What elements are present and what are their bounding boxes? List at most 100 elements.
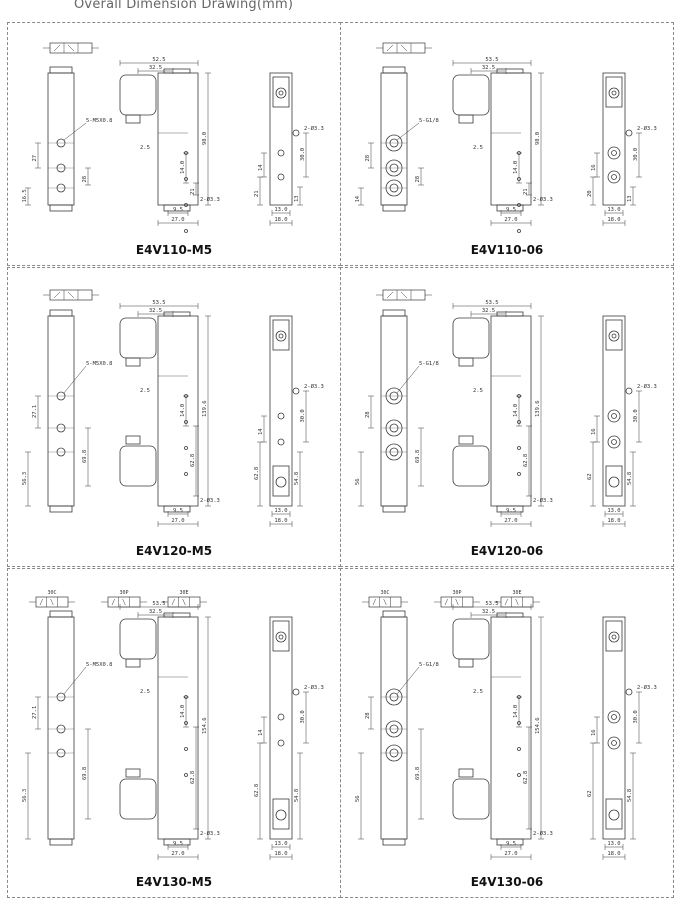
dim-bottom-offset: 56 — [355, 478, 361, 485]
dim-end-inner: 13.0 — [274, 508, 287, 514]
valve-symbol-3-label: 30E — [179, 590, 188, 596]
dim-coil-width: 32.5 — [482, 609, 495, 615]
dim-port-base: 69.8 — [82, 767, 88, 780]
valve-symbol — [376, 289, 432, 301]
dim-end-pitch: 14 — [258, 729, 264, 736]
dim-port-base: 69.8 — [415, 767, 421, 780]
dim-bottom-offset: 56 — [355, 795, 361, 802]
dim-port-pitch: 27 — [32, 155, 38, 162]
dim-end-height: 30.0 — [300, 710, 306, 723]
mount-hole-label: 2-Ø3.3 — [533, 497, 553, 504]
model-caption: E4V110-06 — [470, 243, 544, 257]
dim-end-inner: 13.0 — [607, 508, 620, 514]
dim-hole-offset: 9.5 — [173, 841, 183, 847]
dim-bottom-offset: 14 — [355, 195, 361, 202]
dim-port-pitch: 28 — [365, 712, 371, 719]
front-view: 5-G1/8 28 69.8 56 — [355, 610, 439, 846]
dim-end-base: 13 — [294, 195, 300, 202]
dim-port-base: 69.8 — [415, 450, 421, 463]
mount-hole-label-end: 2-Ø3.3 — [637, 125, 657, 132]
model-caption: E4V130-06 — [470, 875, 544, 889]
dim-end-lower: 20 — [587, 190, 593, 197]
dim-total-width: 52.5 — [152, 57, 165, 63]
dim-end-inner: 13.0 — [607, 207, 620, 213]
mount-hole-label-end: 2-Ø3.3 — [637, 684, 657, 691]
valve-symbol-3: 30E — [161, 590, 207, 608]
dim-bottom-offset: 16.5 — [22, 189, 28, 202]
model-caption: E4V120-06 — [470, 544, 544, 558]
dim-hole-offset: 9.5 — [506, 841, 516, 847]
dim-port-pitch: 27.1 — [32, 405, 38, 418]
dim-end-width: 18.0 — [274, 851, 287, 857]
mount-hole-label-end: 2-Ø3.3 — [304, 684, 324, 691]
valve-symbol — [43, 289, 99, 301]
dim-step: 2.5 — [140, 145, 150, 151]
dim-total-width: 53.5 — [152, 601, 165, 607]
dim-end-height: 30.0 — [633, 409, 639, 422]
valve-symbol-2: 30P — [434, 590, 480, 608]
dim-step: 2.5 — [473, 388, 483, 394]
dim-body-depth: 27.0 — [171, 851, 184, 857]
port-thread-label: 5-G1/8 — [419, 118, 439, 124]
front-view: 5-M5X0.827.169.856.3 — [22, 610, 113, 846]
valve-symbol-2-label: 30P — [452, 590, 461, 596]
valve-symbol-3: 30E — [494, 590, 540, 608]
valve-symbol-2-label: 30P — [119, 590, 128, 596]
dim-end-height: 30.0 — [633, 148, 639, 161]
dim-end-lower: 21 — [254, 190, 260, 197]
valve-symbol — [376, 42, 432, 54]
dim-total-width: 53.5 — [485, 300, 498, 306]
port-thread-label: 5-G1/8 — [419, 662, 439, 668]
dim-port-base: 28 — [82, 176, 88, 183]
dim-body-depth: 27.0 — [504, 851, 517, 857]
dim-lower-height: 21 — [523, 188, 529, 195]
mount-hole-label: 2-Ø3.3 — [533, 830, 553, 837]
dim-total-height: 98.0 — [535, 132, 541, 145]
dim-port-base: 28 — [415, 176, 421, 183]
mount-hole-label: 2-Ø3.3 — [200, 830, 220, 837]
dim-coil-width: 32.5 — [149, 65, 162, 71]
mount-hole-label: 2-Ø3.3 — [533, 196, 553, 203]
dim-end-base: 13 — [627, 195, 633, 202]
dim-end-width: 18.0 — [274, 217, 287, 223]
dim-end-lower: 62 — [587, 473, 593, 480]
dim-total-height: 139.6 — [535, 400, 541, 417]
dim-hole-offset: 9.5 — [506, 508, 516, 514]
dim-hole-pitch: 14.0 — [513, 404, 519, 417]
dim-hole-pitch: 14.0 — [513, 705, 519, 718]
valve-symbol-2: 30P — [101, 590, 147, 608]
dim-total-height: 98.0 — [202, 132, 208, 145]
mount-hole-label: 2-Ø3.3 — [200, 196, 220, 203]
mount-hole-label-end: 2-Ø3.3 — [304, 125, 324, 132]
technical-drawing: 5-G1/82869.85653.532.52.5139.614.062.89.… — [355, 289, 657, 527]
dim-port-base: 69.8 — [82, 450, 88, 463]
valve-symbol-1: 30C — [29, 590, 75, 608]
dim-body-depth: 27.0 — [504, 518, 517, 524]
valve-symbol-1-label: 30C — [47, 590, 56, 596]
dim-step: 2.5 — [473, 689, 483, 695]
dim-hole-pitch: 14.0 — [180, 705, 186, 718]
dim-total-height: 154.6 — [535, 717, 541, 734]
dim-end-pitch: 16 — [591, 164, 597, 171]
dim-total-width: 53.5 — [152, 300, 165, 306]
port-thread-label: 5-M5X0.8 — [86, 361, 113, 367]
dim-lower-height: 62.8 — [190, 771, 196, 784]
dim-total-height: 154.6 — [202, 717, 208, 734]
dim-lower-height: 62.8 — [190, 454, 196, 467]
dim-end-base: 54.8 — [627, 472, 633, 485]
dim-lower-height: 62.8 — [523, 454, 529, 467]
dim-hole-offset: 9.5 — [173, 207, 183, 213]
mount-hole-label-end: 2-Ø3.3 — [637, 383, 657, 390]
dim-lower-height: 21 — [190, 188, 196, 195]
dim-end-inner: 13.0 — [607, 841, 620, 847]
dim-end-width: 18.0 — [607, 851, 620, 857]
technical-drawing: 5-M5X0.8272816.552.532.52.598.014.0219.5… — [22, 42, 324, 233]
dim-end-width: 18.0 — [607, 518, 620, 524]
